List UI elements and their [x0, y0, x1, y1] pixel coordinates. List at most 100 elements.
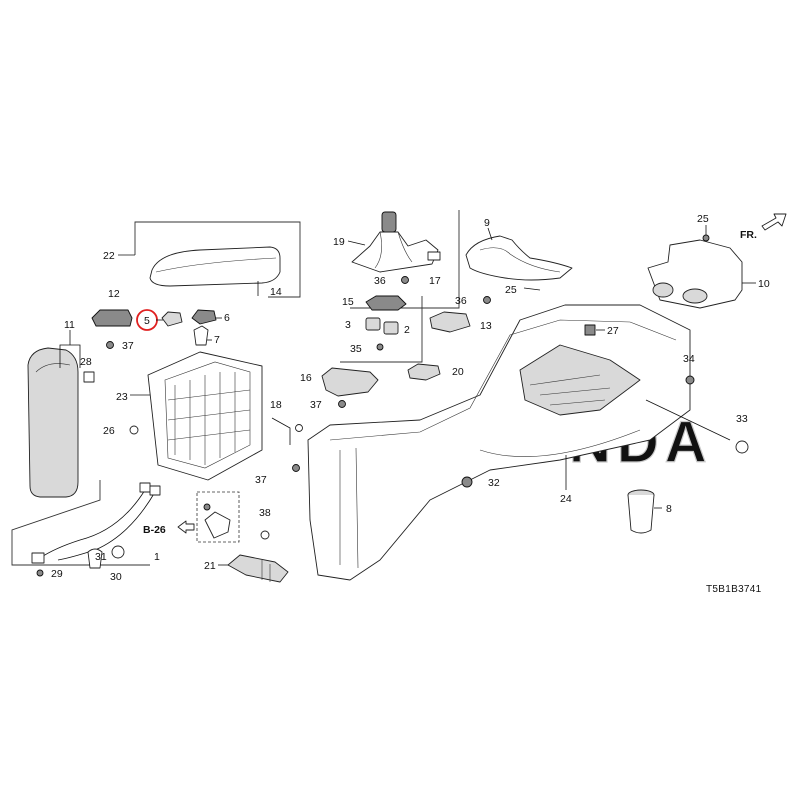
- screw-36a: [401, 276, 409, 284]
- dashed-frame: [196, 491, 240, 543]
- callout-25b: 25: [697, 213, 709, 225]
- harness-connector-a: [139, 482, 151, 493]
- switch-2: [383, 321, 399, 335]
- callout-35: 35: [350, 343, 362, 355]
- switch-bezel-15: [365, 295, 407, 311]
- callout-7: 7: [214, 334, 220, 346]
- harness-wire-b: [57, 491, 156, 561]
- cup-well-left: [652, 282, 674, 298]
- callout-26: 26: [103, 425, 115, 437]
- bracket-20: [407, 363, 441, 381]
- shift-boot-folds: [374, 231, 413, 269]
- switch-3: [365, 317, 381, 331]
- leader-9: [487, 227, 493, 241]
- ref-arrow: [177, 520, 195, 534]
- callout-10: 10: [758, 278, 770, 290]
- cup-well-right: [682, 288, 708, 304]
- callout-21: 21: [204, 560, 216, 572]
- rod-18: [271, 417, 291, 445]
- cup-insert-group: [627, 489, 662, 534]
- bracket-21-group: [218, 530, 289, 583]
- clip-34: [685, 375, 695, 385]
- screw-26: [129, 425, 139, 435]
- screw-33: [735, 440, 749, 454]
- leader-33: [645, 399, 731, 441]
- clip-28: [83, 371, 95, 383]
- callout-24: 24: [560, 493, 572, 505]
- clip-31: [87, 548, 103, 569]
- bracket-21: [227, 554, 289, 583]
- panel-9-group: [465, 227, 573, 304]
- callout-labels: 1 2 3 5 6 7 8 9 10 11 12 13 14 15 16 17 …: [51, 213, 770, 595]
- callout-28: 28: [80, 356, 92, 368]
- leader-19: [347, 240, 366, 246]
- cup-holder-group: [647, 225, 756, 309]
- armrest-lid: [149, 246, 281, 287]
- screw-37a: [106, 341, 114, 349]
- group-frame-22: [134, 221, 301, 298]
- shift-knob: [381, 211, 397, 233]
- screw-36b: [483, 296, 491, 304]
- callout-2: 2: [404, 324, 410, 336]
- small-parts-upper-left: [91, 309, 222, 349]
- console-body-leg: [339, 447, 359, 569]
- ref-label-b26: B-26: [143, 524, 166, 536]
- front-direction-arrow: [761, 213, 787, 231]
- callout-15: 15: [342, 296, 354, 308]
- callout-36b: 36: [455, 295, 467, 307]
- group-frame-1: [11, 480, 150, 566]
- callout-5: 5: [144, 315, 150, 327]
- panel-9-edge: [479, 247, 561, 273]
- callout-14: 14: [270, 286, 282, 298]
- callout-32: 32: [488, 477, 500, 489]
- callout-38: 38: [259, 507, 271, 519]
- switch-group: [340, 295, 423, 363]
- console-body-top-edge: [329, 319, 677, 441]
- console-body-side-contour: [479, 429, 641, 457]
- part-5: [161, 311, 183, 327]
- panel-9: [465, 235, 573, 281]
- shift-boot-19: [351, 231, 439, 273]
- harness-group: [11, 480, 161, 577]
- callout-9: 9: [484, 217, 490, 229]
- b26-reference-group: [177, 491, 240, 543]
- cover-13: [429, 311, 471, 333]
- callout-11: 11: [64, 319, 75, 331]
- callout-1: 1: [154, 551, 160, 563]
- console-body-cavity: [519, 344, 641, 416]
- callout-37a: 37: [122, 340, 134, 352]
- callout-31: 31: [95, 551, 107, 563]
- callout-30: 30: [110, 571, 122, 583]
- screw-25b: [702, 234, 710, 242]
- callout-37c: 37: [255, 474, 267, 486]
- callout-34: 34: [683, 353, 695, 365]
- harness-connector-c: [31, 552, 45, 564]
- side-panel-11: [27, 347, 79, 498]
- callout-23: 23: [116, 391, 128, 403]
- clip-29: [36, 569, 44, 577]
- bracket-21-detail: [261, 560, 271, 582]
- front-direction-label: FR.: [740, 229, 757, 241]
- console-body-group: [307, 304, 749, 581]
- callout-6: 6: [224, 312, 230, 324]
- callout-18: 18: [270, 399, 282, 411]
- callout-16: 16: [300, 372, 312, 384]
- callout-3: 3: [345, 319, 351, 331]
- harness-connector-b: [149, 485, 161, 496]
- rod-18-group: [271, 400, 346, 472]
- callout-22: 22: [103, 250, 115, 262]
- bracket-16: [321, 367, 379, 397]
- part-17: [427, 251, 441, 261]
- diagram-code: T5B1B3741: [706, 584, 762, 595]
- side-panel-group: [27, 330, 95, 498]
- armrest-lid-edge: [155, 257, 277, 273]
- callout-8: 8: [666, 503, 672, 515]
- clip-30: [111, 545, 125, 559]
- screw-37b: [292, 464, 300, 472]
- part-7: [193, 325, 209, 346]
- console-box-group: [129, 351, 263, 481]
- console-body-24: [307, 304, 691, 581]
- part-6: [191, 309, 217, 325]
- clip-near-18: [295, 424, 303, 432]
